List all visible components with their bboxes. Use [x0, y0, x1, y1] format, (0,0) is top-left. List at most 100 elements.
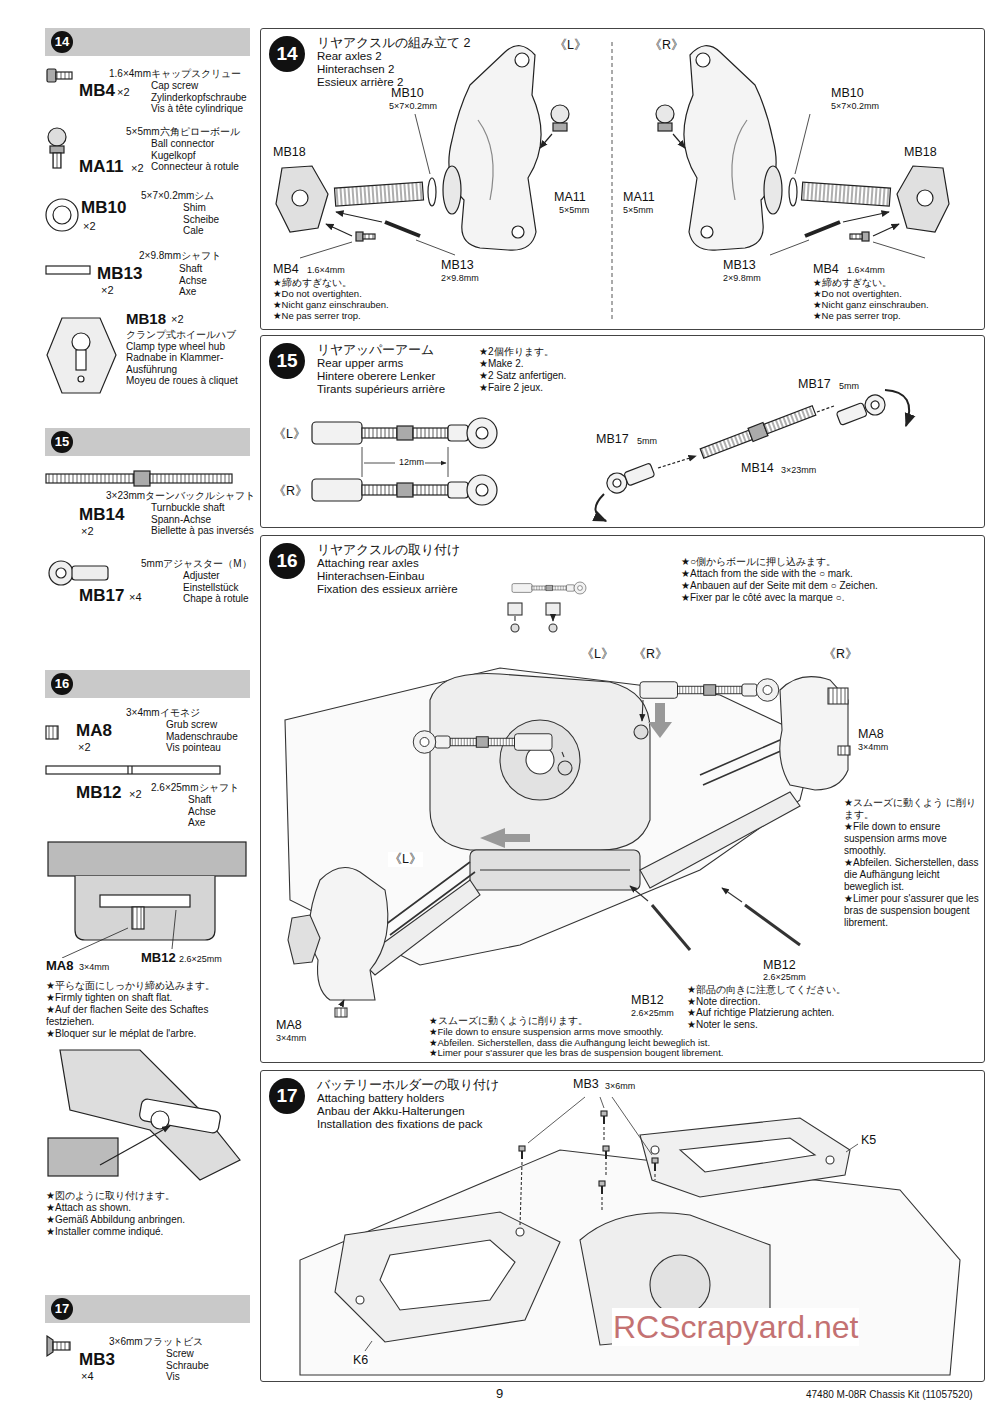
quantity: ×4 [80, 1370, 95, 1383]
battery-holder-drawing [640, 1118, 850, 1197]
part-code: MB4 [272, 262, 300, 277]
dimension: 2×9.8mm [722, 273, 762, 284]
label-group: MB18 [272, 145, 307, 160]
arm-detail [139, 1098, 222, 1134]
arm-detail [151, 1111, 169, 1129]
label-group: 3×6mmフラットビス [108, 1336, 204, 1348]
label-group: 5×5mm [622, 205, 654, 216]
label-group: 5×5mm [558, 205, 590, 216]
part-description: Turnbuckle shaft [150, 502, 226, 514]
upper-arm-drawing [362, 447, 448, 477]
part-code: MB17 [797, 377, 832, 392]
step-title: リヤアクスルの組み立て 2 [317, 36, 470, 50]
note-text: ★Auf der flachen Seite des Schaftes fest… [45, 1004, 250, 1028]
note-text: ★Bloquer sur le méplat de l'arbre. [45, 1028, 197, 1040]
quantity: ×2 [77, 741, 92, 754]
dimension: 5×5mm [558, 205, 590, 216]
chassis-rear-drawing [780, 677, 848, 790]
part-description: 3×6mmフラットビス [108, 1336, 204, 1348]
chassis-rear-drawing [700, 740, 783, 785]
part-description: Madenschraube [165, 731, 239, 743]
label-group: ×2 [100, 284, 115, 297]
part-code: MB18 [903, 145, 938, 160]
chassis-rear-drawing [546, 603, 560, 615]
label-group: 3×4mm [78, 962, 110, 973]
label-group: 5mmアジャスター（M） [140, 558, 253, 570]
label-group: クランプ式ホイールハブClamp type wheel hubRadnabe i… [125, 329, 250, 387]
chassis-rear-drawing [470, 850, 640, 890]
part-code: MB14 [78, 505, 125, 525]
step-title: Fixation des essieux arrière [317, 583, 458, 596]
step-title-block: リヤアッパーアームRear upper armsHintere oberere … [317, 343, 445, 396]
shaft-flat-detail [48, 842, 246, 958]
arm-detail [60, 1050, 240, 1180]
upper-arm-drawing [595, 494, 606, 521]
part-description: Ball connector [150, 138, 215, 150]
part-icons [47, 69, 56, 82]
note-text: ★Note direction. [686, 996, 761, 1008]
part-icons [72, 566, 108, 580]
step-number: 14 [269, 36, 305, 72]
part-icons [76, 350, 86, 370]
chassis-rear-drawing [722, 888, 742, 902]
battery-holder-drawing [650, 1255, 710, 1315]
label-group: 1.6×4mm [306, 265, 346, 276]
part-description: Connecteur à rotule [150, 161, 240, 173]
label-group: 2×9.8mmシャフト [138, 250, 222, 262]
label-group: MB12 [630, 993, 665, 1008]
note-text: ★Limer pour s'assurer que les bras de su… [843, 893, 981, 929]
part-description: Zylinderkopfschraube [150, 92, 248, 104]
label-group: ShimScheibeCale [182, 202, 220, 237]
step-title: Rear upper arms [317, 357, 403, 370]
label-group: 2.6×25mm [178, 954, 223, 965]
chassis-rear-drawing [640, 792, 800, 888]
part-code: MB13 [96, 264, 143, 284]
dimension: 12mm [398, 457, 425, 468]
battery-holder-drawing [300, 1097, 960, 1375]
label-group: K5 [860, 1133, 877, 1148]
chassis-rear-drawing [634, 725, 648, 739]
part-icons [56, 72, 72, 79]
label-group: MB17 [797, 377, 832, 392]
chassis-rear-drawing [480, 869, 630, 870]
dimension: 2.6×25mm [178, 954, 223, 965]
dimension: 5mm [636, 436, 658, 447]
rear-axle-assembly-drawing [612, 42, 613, 322]
label-group: ShaftAchseAxe [178, 263, 208, 298]
label-group: 《R》 [648, 38, 685, 53]
label-group: 2.6×25mmシャフト [150, 782, 240, 794]
part-code: MA8 [75, 721, 113, 741]
note-text: ★Ne pas serrer trop. [812, 310, 902, 321]
chassis-rear-drawing [630, 886, 648, 901]
step-title-block: リヤアクスルの組み立て 2Rear axles 2Hinterachsen 2E… [317, 36, 470, 89]
chassis-rear-drawing [288, 915, 320, 964]
part-icons [46, 766, 220, 774]
part-description: Schraube [165, 1360, 210, 1372]
label-group: MB13 [722, 258, 757, 273]
label-group: MB10 [390, 86, 425, 101]
label-group: MA11 [78, 157, 124, 177]
step-number: 16 [269, 543, 305, 579]
step-title: Rear axles 2 [317, 50, 382, 63]
label-group: ★締めすぎない。★Do not overtighten.★Nicht ganz … [812, 277, 930, 321]
label-group: MB10 [830, 86, 865, 101]
arm-detail [100, 1126, 170, 1165]
label-group: ×2 [128, 788, 143, 801]
battery-holder-drawing [826, 1156, 834, 1164]
part-description: Vis [165, 1371, 181, 1383]
upper-arm-drawing [885, 390, 909, 426]
note-text: ★Attach as shown. [45, 1202, 132, 1214]
part-code: MB18 [125, 310, 167, 328]
part-code: MB13 [722, 258, 757, 273]
part-description: Chape à rotule [182, 593, 250, 605]
part-icons [46, 474, 134, 483]
label-group: ★図のように取り付けます。★Attach as shown.★Gemäß Abb… [45, 1190, 250, 1238]
battery-holder-drawing [356, 1296, 364, 1304]
part-description: Spann-Achse [150, 514, 212, 526]
label-group: MB12 [140, 950, 177, 966]
part-code: MA8 [857, 727, 885, 742]
part-code: 《L》 [388, 852, 423, 867]
label-group: MA8 [857, 727, 885, 742]
label-group: K6 [352, 1353, 369, 1368]
part-description: Axe [178, 286, 197, 298]
